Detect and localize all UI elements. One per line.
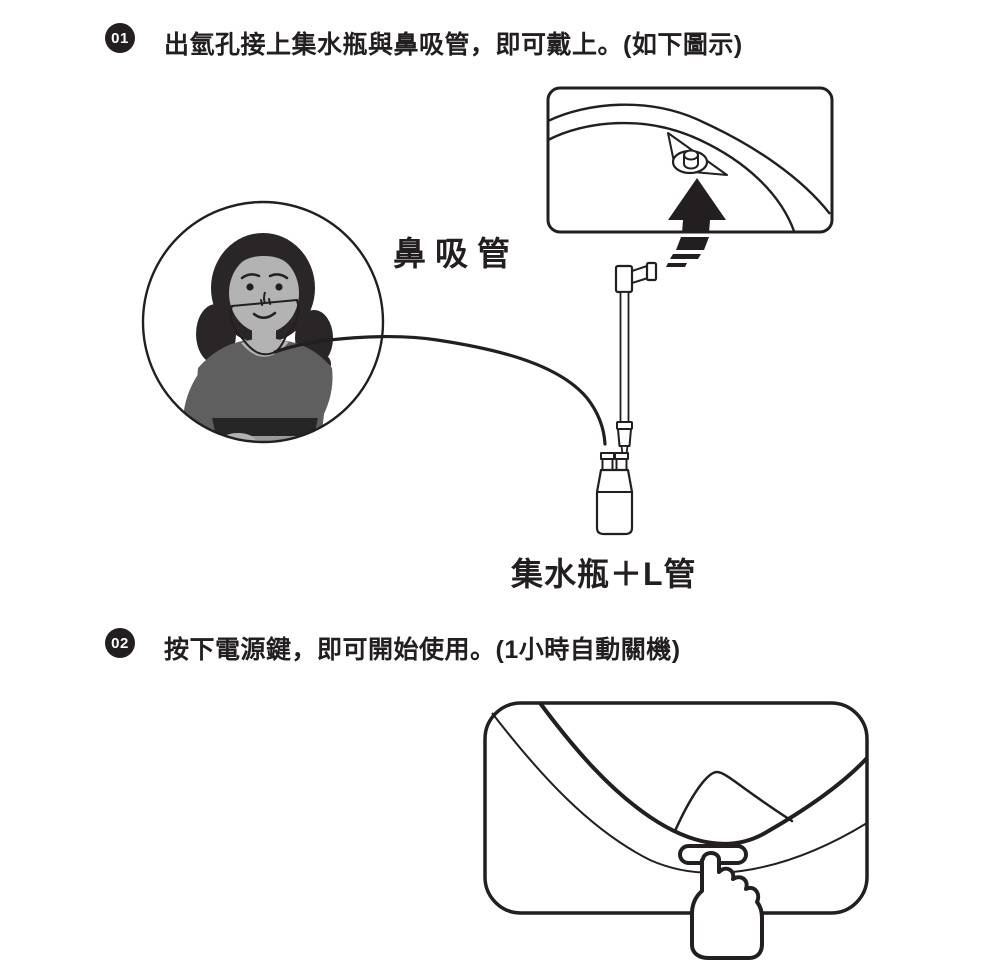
nasal-tube-label: 鼻吸管 <box>393 235 519 272</box>
waistband <box>212 418 318 436</box>
water-bottle-body <box>595 468 634 536</box>
l-tube-connector-ring <box>616 421 633 430</box>
step-01-badge: 01 <box>105 23 135 53</box>
circle-frame <box>141 200 385 444</box>
device-rim-inner-curve <box>547 121 796 232</box>
step-01-text: 出氫孔接上集水瓶與鼻吸管，即可戴上。(如下圖示) <box>164 31 743 59</box>
l-tube-and-bottle-illustration <box>595 261 658 536</box>
step-02-badge: 02 <box>105 628 135 658</box>
outlet-nozzle-top <box>683 149 699 161</box>
bottle-l-tube-label: 集水瓶＋L管 <box>511 556 697 592</box>
right-eye <box>275 283 283 291</box>
right-eyebrow <box>268 273 289 280</box>
up-arrow-icon <box>666 178 726 267</box>
nose <box>263 291 266 304</box>
bottle-port-right-cap <box>614 452 629 460</box>
device-rim-outer-curve <box>547 103 831 215</box>
step-02-text: 按下電源鍵，即可開始使用。(1小時自動關機) <box>164 636 681 664</box>
nasal-cannula-tube <box>229 298 300 356</box>
smile <box>252 311 277 319</box>
left-eye <box>246 283 254 291</box>
bottle-port-left-cap <box>600 452 615 460</box>
skirt <box>214 434 314 442</box>
device-outlet-illustration <box>546 86 834 267</box>
nose-bridge-peak <box>673 770 794 833</box>
woman-wearing-cannula-illustration <box>141 200 385 444</box>
left-eyebrow <box>240 273 261 280</box>
l-tube-nozzle-ring <box>645 261 658 282</box>
device-front-outline <box>483 701 869 915</box>
l-tube-elbow <box>614 264 634 294</box>
l-tube-connector <box>617 428 632 447</box>
device-band-upper-curve <box>538 701 869 846</box>
cannula-tube-line <box>273 335 607 446</box>
device-band-lower-curve <box>491 712 868 874</box>
pressing-hand-icon <box>690 851 764 960</box>
l-tube-nozzle <box>631 265 649 284</box>
device-power-button-illustration <box>483 701 869 960</box>
l-tube-pipe <box>619 291 630 423</box>
hair-fringe <box>229 242 299 284</box>
